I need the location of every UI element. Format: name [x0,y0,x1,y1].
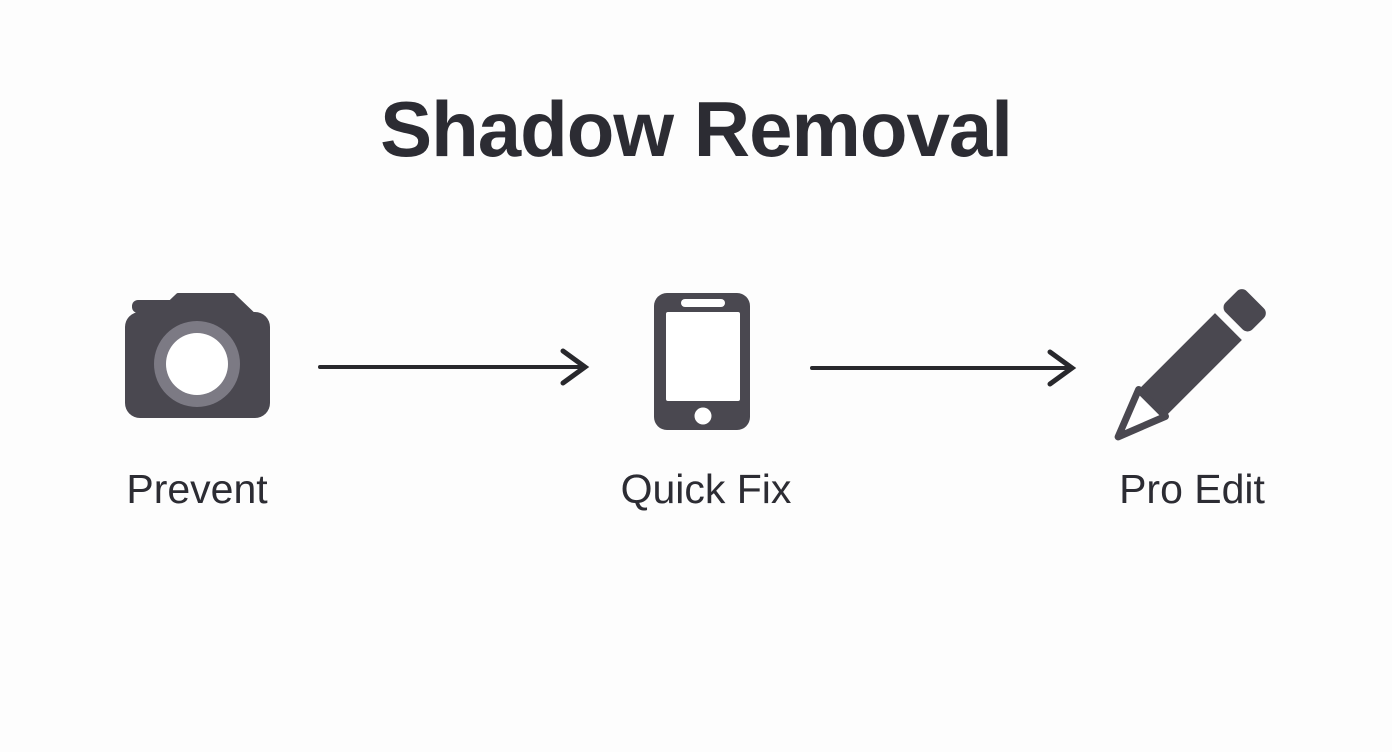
step-label-quick-fix: Quick Fix [620,466,792,512]
smartphone-icon [654,293,750,430]
arrow-right-icon [318,348,590,386]
arrow-right-icon [810,349,1077,387]
step-label-prevent: Prevent [126,466,268,512]
camera-icon [125,293,270,418]
step-label-pro-edit: Pro Edit [1119,466,1265,512]
diagram-title: Shadow Removal [380,85,1013,173]
pencil-icon [1114,289,1266,441]
